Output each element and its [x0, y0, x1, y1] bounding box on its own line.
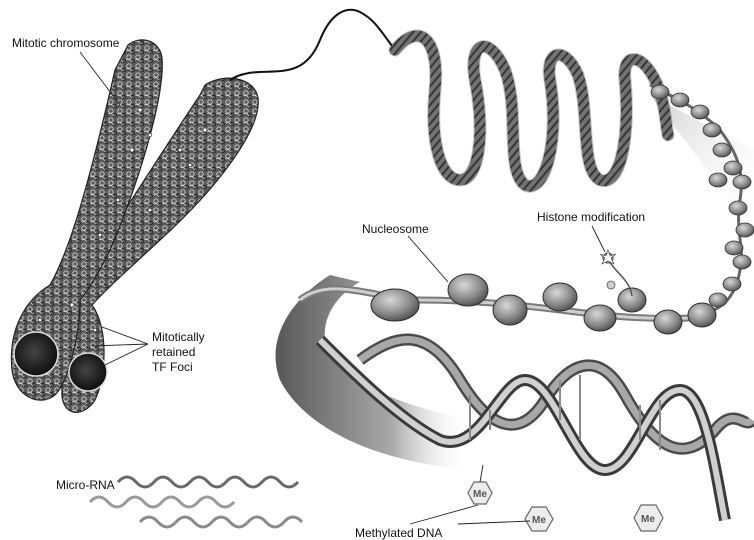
methyl-tag: Me: [525, 507, 553, 531]
svg-text:Me: Me: [473, 489, 487, 500]
leader-methyl-1: [410, 505, 478, 524]
methyl-tag: Me: [634, 505, 663, 531]
nucleosome-bead: [493, 295, 527, 325]
methyl-tag: Me: [468, 482, 492, 504]
micro-rna-strands: [90, 477, 302, 527]
label-tf-foci-line2: retained: [152, 345, 195, 359]
leader-methyl-2: [458, 521, 530, 524]
nucleosome-bead: [618, 288, 646, 312]
svg-text:Me: Me: [532, 515, 546, 526]
label-histone-modification: Histone modification: [537, 210, 645, 224]
label-nucleosome: Nucleosome: [362, 222, 429, 236]
nucleosome-bead: [584, 305, 616, 331]
label-micro-rna: Micro-RNA: [56, 478, 115, 492]
nucleosome-beads: [371, 274, 716, 334]
micro-rna-strand: [90, 497, 234, 507]
methyl-tags: Me Me Me: [468, 482, 663, 531]
nucleosome-bead: [688, 303, 716, 327]
nucleosome-bead: [543, 283, 577, 311]
histone-modification-icon: [600, 250, 616, 289]
dna-helix: [276, 250, 752, 520]
tf-focus-right: [69, 353, 107, 391]
chromatin-thread: [230, 10, 395, 80]
svg-text:Me: Me: [641, 514, 655, 525]
label-tf-foci-line1: Mitotically: [152, 330, 205, 344]
nucleosome-bead: [371, 289, 419, 321]
nucleosome-bead: [448, 274, 488, 306]
nucleosome-bead: [654, 310, 682, 334]
label-tf-foci-line3: TF Foci: [152, 360, 193, 374]
tf-focus-left: [14, 332, 58, 376]
micro-rna-strand: [118, 477, 298, 487]
label-mitotic-chromosome: Mitotic chromosome: [12, 36, 120, 50]
leader-tf-foci-3: [105, 344, 148, 365]
label-methylated-dna: Methylated DNA: [355, 526, 442, 540]
leader-methyl-up: [480, 465, 483, 482]
mitotic-chromosome: [11, 40, 258, 412]
leader-tf-foci-1: [102, 327, 148, 344]
leader-nucleosome: [408, 236, 448, 282]
micro-rna-strand: [140, 517, 302, 527]
leader-histone: [592, 226, 605, 252]
